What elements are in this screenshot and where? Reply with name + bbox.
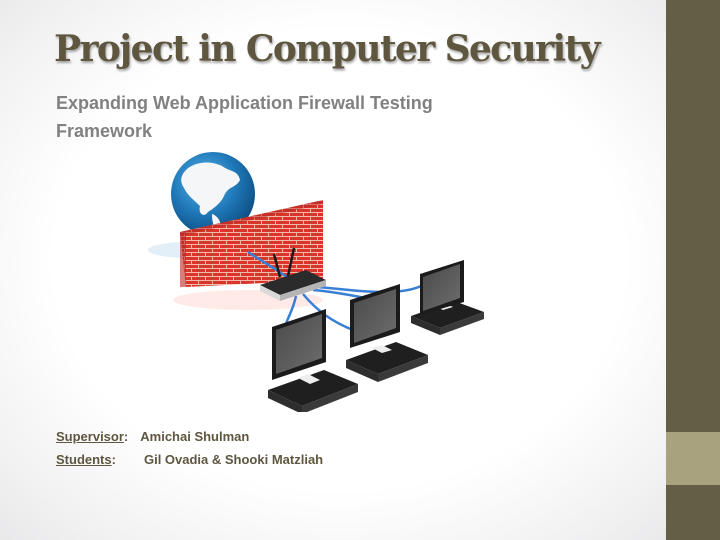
- network-firewall-illustration: [128, 152, 512, 414]
- computer-icon: [268, 309, 358, 414]
- slide-title: Project in Computer Security: [54, 28, 601, 70]
- supervisor-label: Supervisor: [56, 429, 124, 444]
- students-label: Students: [56, 452, 112, 467]
- slide-subtitle: Expanding Web Application Firewall Testi…: [56, 93, 433, 141]
- students-names: Gil Ovadia & Shooki Matzliah: [143, 452, 324, 467]
- router-icon: [260, 247, 326, 301]
- students-row: Students: Gil Ovadia & Shooki Matzliah: [56, 448, 323, 471]
- globe-icon: [148, 152, 255, 258]
- supervisor-name: Amichai Shulman: [140, 429, 250, 444]
- decorative-sidebar-band: [666, 432, 720, 485]
- supervisor-colon: :: [123, 429, 129, 444]
- supervisor-row: Supervisor: Amichai Shulman: [56, 425, 323, 448]
- computer-icon: [346, 284, 428, 382]
- students-colon: :: [111, 452, 116, 467]
- computer-icon: [411, 260, 484, 335]
- credits: Supervisor: Amichai Shulman Students: Gil …: [56, 425, 323, 471]
